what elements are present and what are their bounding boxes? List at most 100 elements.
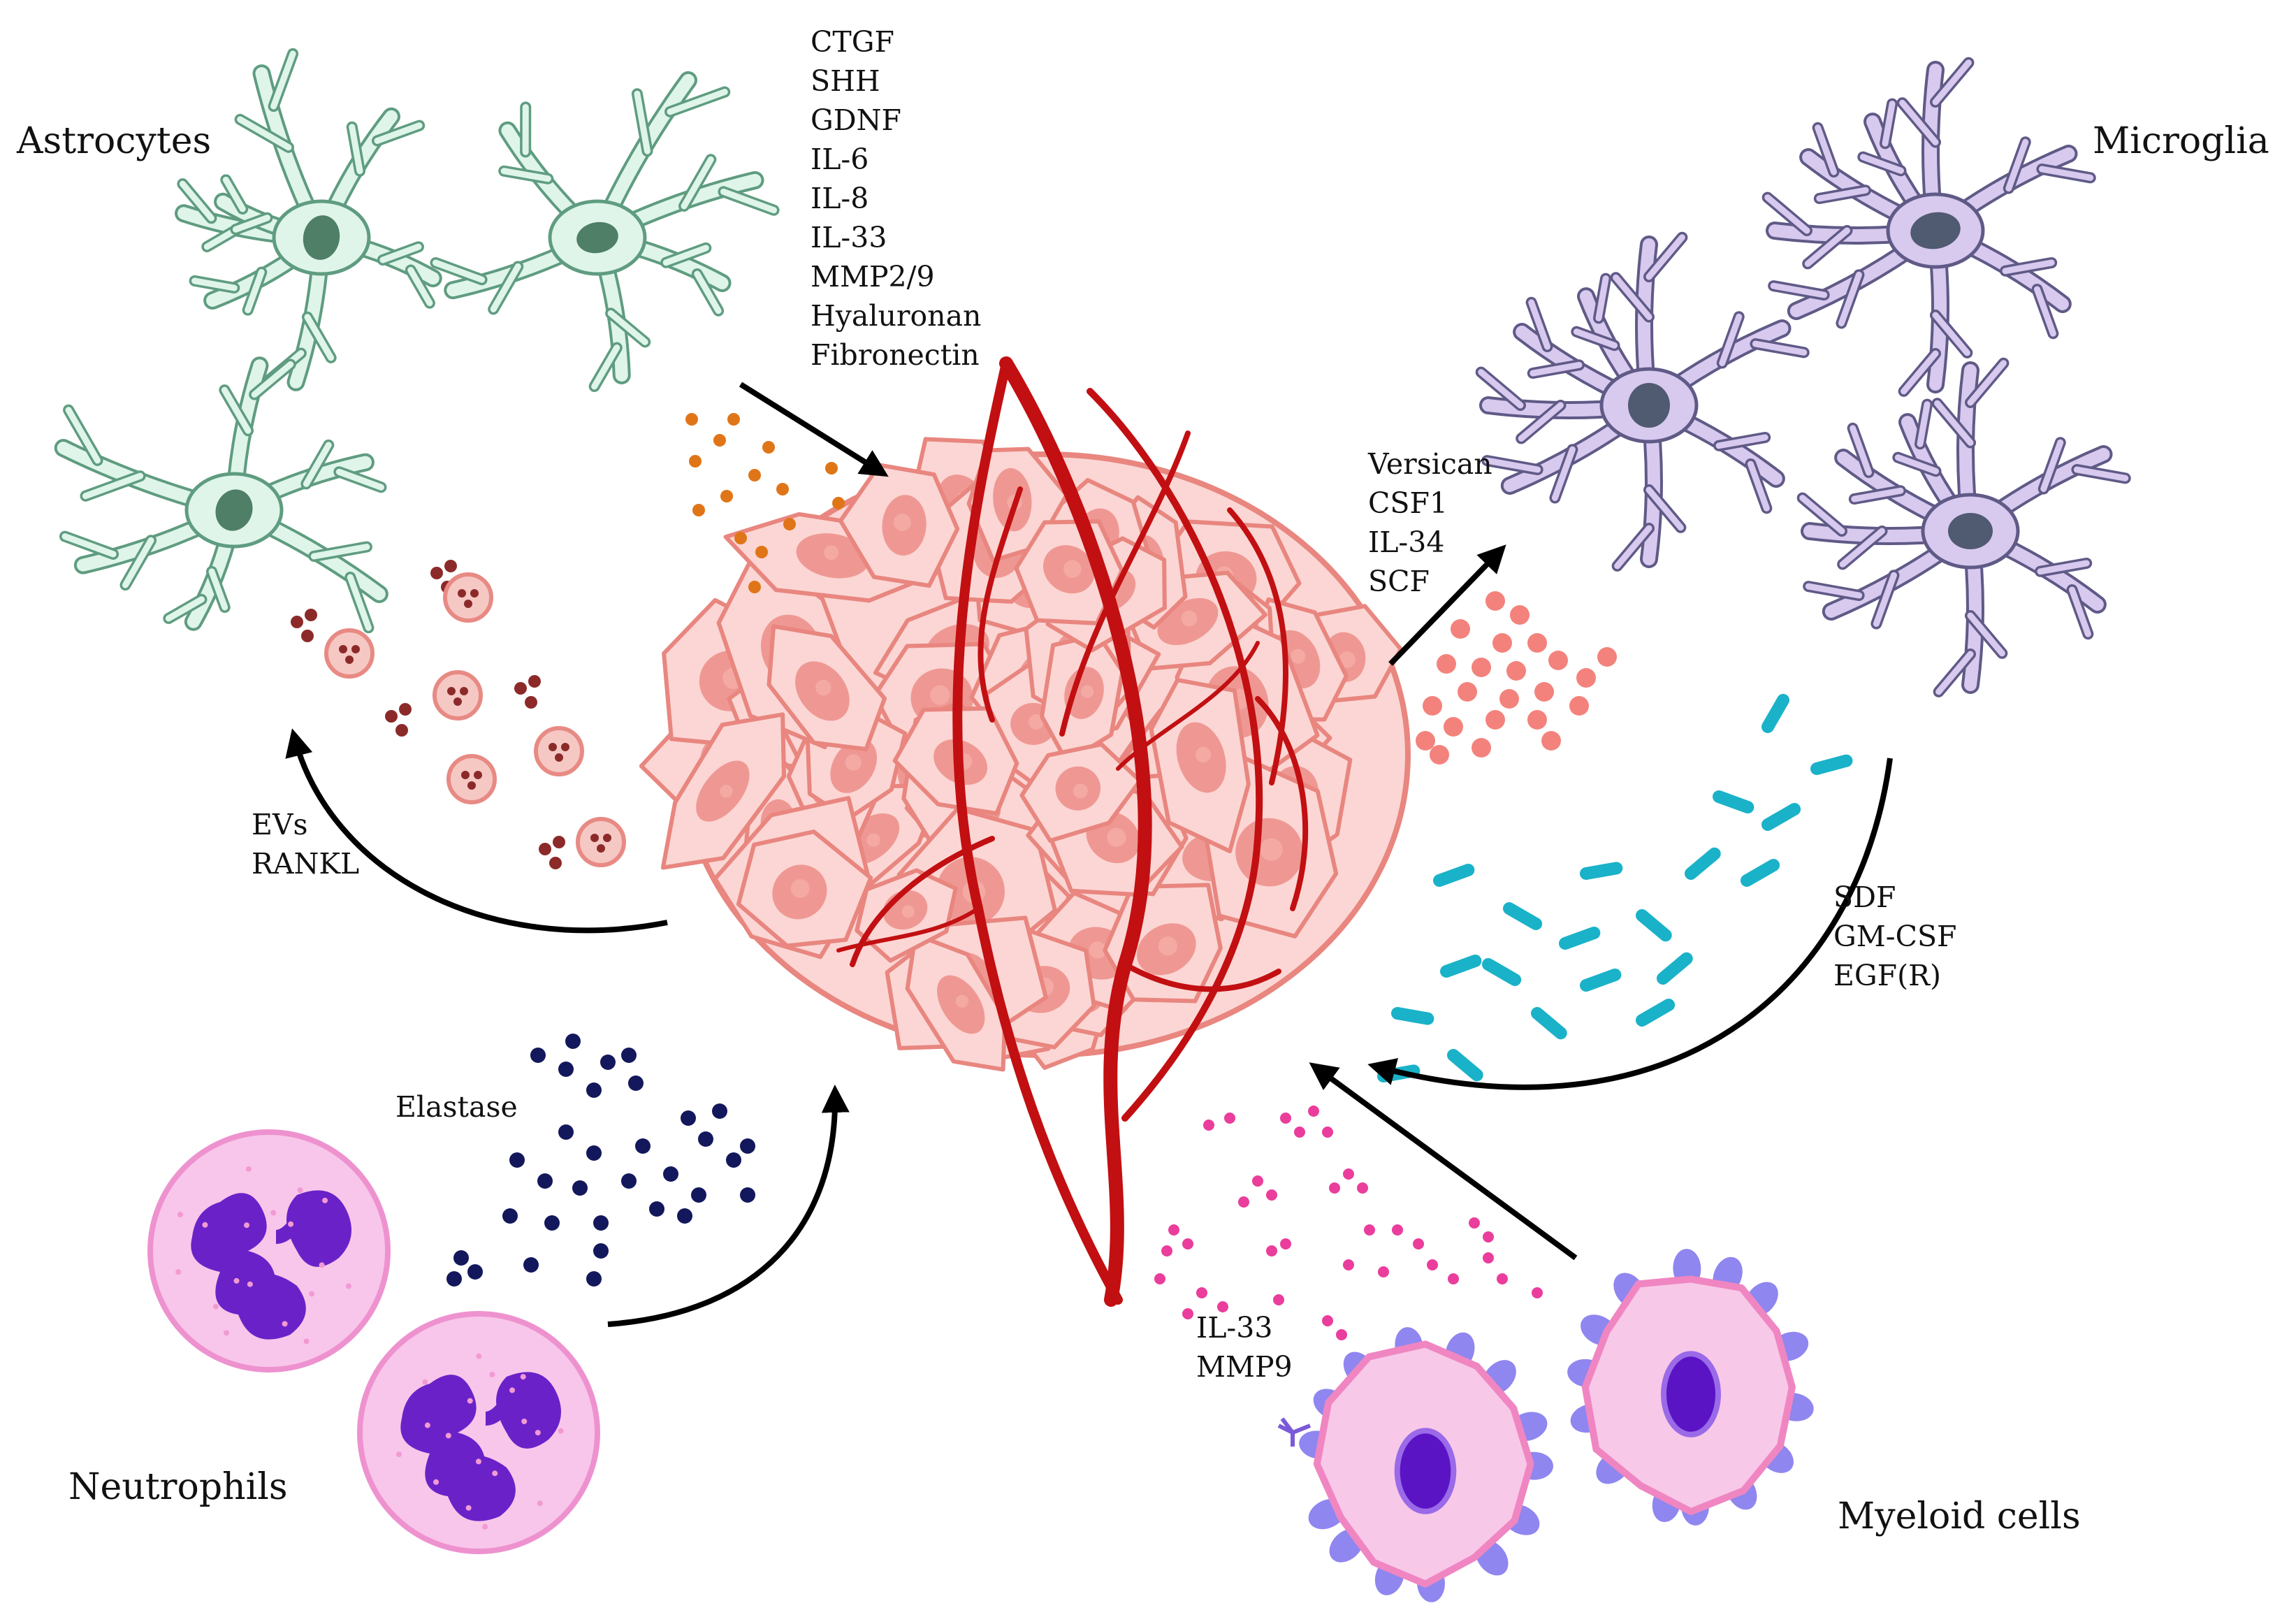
factor-label: Fibronectin xyxy=(811,335,981,375)
factor-label: MMP9 xyxy=(1196,1347,1293,1386)
elastase-dot xyxy=(586,1145,602,1161)
pink-factor-dot xyxy=(1322,1315,1333,1326)
elastase-dot xyxy=(593,1243,609,1259)
pink-factor-dot xyxy=(1329,1182,1340,1194)
vesicle-cargo xyxy=(460,687,468,695)
arrow xyxy=(1314,1066,1576,1258)
astrocyte-cell xyxy=(436,80,774,386)
extracellular-vesicle xyxy=(449,756,495,802)
salmon-factor-dot xyxy=(1499,689,1519,709)
factor-label: SDF xyxy=(1833,878,1957,917)
vesicle-membrane xyxy=(578,819,624,865)
neutrophil-granule xyxy=(298,1187,303,1193)
ev-dot xyxy=(549,857,562,869)
glia-nucleus xyxy=(1948,513,1993,549)
neutrophil-granule xyxy=(202,1222,208,1228)
orange-factor-dot xyxy=(748,469,761,481)
salmon-factor-dot xyxy=(1548,651,1568,670)
elastase-dot xyxy=(530,1048,546,1063)
vesicle-cargo xyxy=(555,753,563,762)
pink-factor-dot xyxy=(1427,1259,1438,1270)
extracellular-vesicle xyxy=(578,819,624,865)
vesicle-cargo xyxy=(561,743,569,751)
orange-factor-dot xyxy=(825,462,838,475)
ev-dot xyxy=(525,696,537,709)
salmon-factor-dot xyxy=(1458,682,1477,702)
extracellular-vesicle xyxy=(326,630,372,676)
glia-branch xyxy=(2077,470,2125,478)
pink-factor-dot xyxy=(1392,1224,1403,1236)
salmon-factor-dot xyxy=(1451,619,1470,639)
vesicle-membrane xyxy=(445,574,491,621)
factor-label: IL-33 xyxy=(811,218,981,257)
teal-factor-dash xyxy=(1509,908,1536,924)
vesicle-cargo xyxy=(453,697,462,706)
elastase-dot xyxy=(740,1138,755,1154)
salmon-factor-dot xyxy=(1527,633,1547,653)
vesicle-cargo xyxy=(590,834,599,842)
myeloid-cells-label: Myeloid cells xyxy=(1838,1495,2081,1537)
teal-factor-dash xyxy=(1586,868,1616,874)
vesicle-cargo xyxy=(339,645,347,653)
glia-branch xyxy=(1808,586,1859,595)
teal-factor-dash xyxy=(1488,964,1515,980)
elastase-dot xyxy=(558,1124,574,1140)
neutrophil-granule xyxy=(270,1210,276,1215)
microglia-cell xyxy=(1481,238,1804,566)
elastase-dot xyxy=(635,1138,651,1154)
teal-factor-dash xyxy=(1537,1013,1561,1033)
factor-label: Hyaluronan xyxy=(811,296,981,335)
neutrophil-granule xyxy=(482,1524,488,1530)
pink-factor-dot xyxy=(1273,1294,1284,1305)
pink-factor-dot xyxy=(1483,1252,1494,1263)
vesicle-cargo xyxy=(447,687,456,695)
microglia-factors-list: SDF GM-CSF EGF(R) xyxy=(1833,878,1957,995)
ev-dot xyxy=(385,710,398,723)
elastase-dot xyxy=(446,1271,462,1287)
orange-factor-dot xyxy=(689,455,702,468)
teal-factor-dash xyxy=(1446,961,1475,971)
salmon-factor-dot xyxy=(1510,605,1530,625)
neutrophil-granule xyxy=(476,1354,481,1359)
vesicle-membrane xyxy=(326,630,372,676)
factor-label: Versican xyxy=(1368,444,1492,484)
neutrophil-granule xyxy=(396,1451,402,1457)
ev-dot xyxy=(553,836,565,848)
salmon-factor-dot xyxy=(1444,717,1463,737)
pink-factor-dot xyxy=(1413,1238,1424,1250)
elastase-label: Elastase xyxy=(395,1087,518,1127)
extracellular-vesicle xyxy=(536,728,582,774)
elastase-dot xyxy=(621,1048,637,1063)
pink-factor-dot xyxy=(1294,1127,1305,1138)
orange-factor-dot xyxy=(734,532,747,544)
vesicle-cargo xyxy=(603,834,611,842)
factor-label: CSF1 xyxy=(1368,484,1492,523)
orange-factor-dot xyxy=(692,504,705,516)
factor-label: EVs xyxy=(252,805,359,844)
elastase-dot xyxy=(523,1257,539,1273)
elastase-dot xyxy=(586,1271,602,1287)
pink-factor-dot xyxy=(1266,1189,1277,1201)
glia-nucleus xyxy=(1628,383,1670,428)
elastase-dot xyxy=(712,1103,727,1119)
ev-dot xyxy=(514,682,527,695)
elastase-dot xyxy=(600,1055,616,1070)
neutrophil-granule xyxy=(446,1433,451,1438)
teal-factor-dash xyxy=(1817,761,1847,769)
vesicle-cargo xyxy=(458,589,466,597)
pink-factor-dot xyxy=(1280,1238,1291,1250)
pink-factor-dot xyxy=(1308,1106,1319,1117)
orange-factor-dot xyxy=(720,490,733,502)
pink-factor-dot xyxy=(1161,1245,1172,1256)
pink-factor-dot xyxy=(1238,1196,1249,1208)
ev-dot xyxy=(301,630,314,642)
orange-factor-dot xyxy=(762,441,775,454)
factor-label: IL-34 xyxy=(1368,523,1492,562)
neutrophil-granule xyxy=(282,1321,288,1326)
orange-factor-dot xyxy=(783,518,796,530)
pink-factor-dot xyxy=(1357,1182,1368,1194)
teal-factor-dash xyxy=(1586,975,1615,985)
orange-factor-dot xyxy=(748,581,761,593)
